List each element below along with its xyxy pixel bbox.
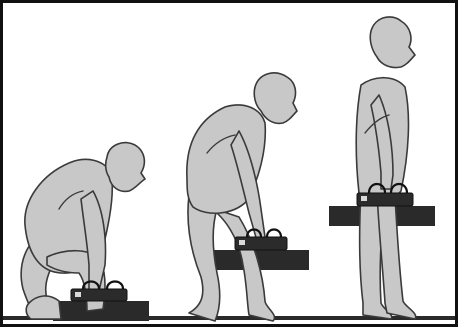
standing-figure-icon	[329, 17, 435, 319]
squat-figure-icon	[21, 143, 149, 321]
lifting-sequence-illustration	[3, 3, 455, 324]
rising-figure-icon	[187, 73, 309, 321]
